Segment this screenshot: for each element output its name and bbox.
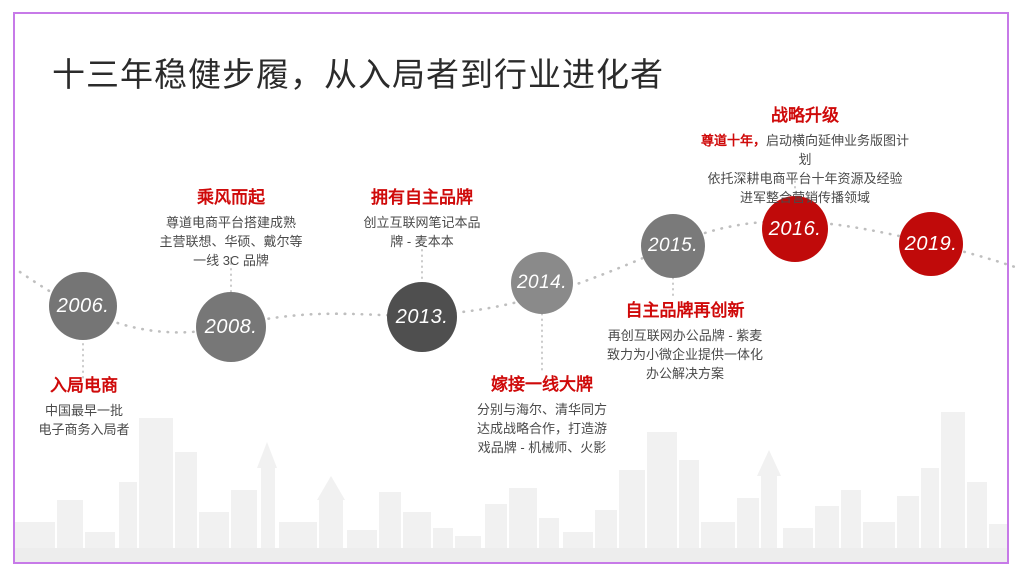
timeline-node-2019[interactable]: 2019. <box>899 212 963 276</box>
milestone-body-line: 尊道电商平台搭建成熟 <box>165 215 296 230</box>
milestone-body-line: 分别与海尔、清华同方 <box>476 402 607 417</box>
milestone-body-rest: 启动横向延伸业务版图计 <box>766 133 910 148</box>
milestone-heading-2008: 乘风而起 <box>197 188 265 207</box>
milestone-body-line: 达成战略合作，打造游 <box>476 421 607 436</box>
milestone-block-2006: 入局电商 中国最早一批 电子商务入局者 <box>0 374 168 439</box>
milestone-body-line: 办公解决方案 <box>645 366 724 381</box>
milestone-body-2016: 尊道十年，启动横向延伸业务版图计 划 依托深耕电商平台十年资源及经验 进军整合营… <box>671 131 939 207</box>
milestone-body-line: 中国最早一批 <box>44 403 123 418</box>
timeline-node-2008[interactable]: 2008. <box>196 292 266 362</box>
milestone-body-line-emphasized: 尊道十年，启动横向延伸业务版图计 <box>671 131 939 150</box>
timeline-node-2006[interactable]: 2006. <box>49 272 117 340</box>
milestone-heading-2006: 入局电商 <box>50 376 118 395</box>
milestone-body-line: 电子商务入局者 <box>38 422 130 437</box>
node-year-label-2015: 2015. <box>647 235 699 256</box>
timeline-node-2015[interactable]: 2015. <box>641 214 705 278</box>
milestone-block-2016: 战略升级 尊道十年，启动横向延伸业务版图计 划 依托深耕电商平台十年资源及经验 … <box>671 104 939 207</box>
node-year-label-2016: 2016. <box>768 217 822 240</box>
milestone-body-2006: 中国最早一批 电子商务入局者 <box>0 401 168 439</box>
milestone-body-line: 划 <box>798 152 812 167</box>
milestone-body-emphasis: 尊道十年， <box>700 133 766 148</box>
node-year-label-2014: 2014. <box>516 272 568 293</box>
milestone-heading-2013: 拥有自主品牌 <box>371 188 473 207</box>
timeline-node-2016[interactable]: 2016. <box>762 196 828 262</box>
milestone-heading-2015: 自主品牌再创新 <box>625 301 745 320</box>
node-year-label-2008: 2008. <box>204 315 258 338</box>
milestone-body-line: 依托深耕电商平台十年资源及经验 <box>707 171 903 186</box>
milestone-heading-2014: 嫁接一线大牌 <box>491 375 593 394</box>
milestone-body-2013: 创立互联网笔记本品 牌 - 麦本本 <box>337 213 507 251</box>
milestone-body-line: 致力为小微企业提供一体化 <box>606 347 763 362</box>
milestone-body-line: 进军整合营销传播领域 <box>739 190 870 205</box>
milestone-block-2013: 拥有自主品牌 创立互联网笔记本品 牌 - 麦本本 <box>337 186 507 251</box>
milestone-body-line: 牌 - 麦本本 <box>390 234 454 249</box>
milestone-body-line: 主营联想、华硕、戴尔等 <box>159 234 303 249</box>
milestone-body-line: 创立互联网笔记本品 <box>363 215 481 230</box>
node-year-label-2006: 2006. <box>56 294 110 317</box>
milestone-block-2015: 自主品牌再创新 再创互联网办公品牌 - 紫麦 致力为小微企业提供一体化 办公解决… <box>578 299 792 383</box>
milestone-block-2008: 乘风而起 尊道电商平台搭建成熟 主营联想、华硕、戴尔等 一线 3C 品牌 <box>131 186 331 270</box>
milestone-body-2015: 再创互联网办公品牌 - 紫麦 致力为小微企业提供一体化 办公解决方案 <box>578 326 792 383</box>
milestone-block-2014: 嫁接一线大牌 分别与海尔、清华同方 达成战略合作，打造游 戏品牌 - 机械师、火… <box>442 373 642 457</box>
node-year-label-2019: 2019. <box>904 232 958 255</box>
milestone-body-line: 戏品牌 - 机械师、火影 <box>477 440 607 455</box>
milestone-body-line: 一线 3C 品牌 <box>193 253 269 268</box>
timeline-node-2013[interactable]: 2013. <box>387 282 457 352</box>
milestone-body-2014: 分别与海尔、清华同方 达成战略合作，打造游 戏品牌 - 机械师、火影 <box>442 400 642 457</box>
timeline-node-2014[interactable]: 2014. <box>511 252 573 314</box>
node-year-label-2013: 2013. <box>395 305 449 328</box>
milestone-heading-2016: 战略升级 <box>771 106 839 125</box>
milestone-body-line: 再创互联网办公品牌 - 紫麦 <box>607 328 763 343</box>
milestone-body-2008: 尊道电商平台搭建成熟 主营联想、华硕、戴尔等 一线 3C 品牌 <box>131 213 331 270</box>
page-title: 十三年稳健步履，从入局者到行业进化者 <box>52 56 664 93</box>
city-skyline-decoration <box>15 412 1009 562</box>
